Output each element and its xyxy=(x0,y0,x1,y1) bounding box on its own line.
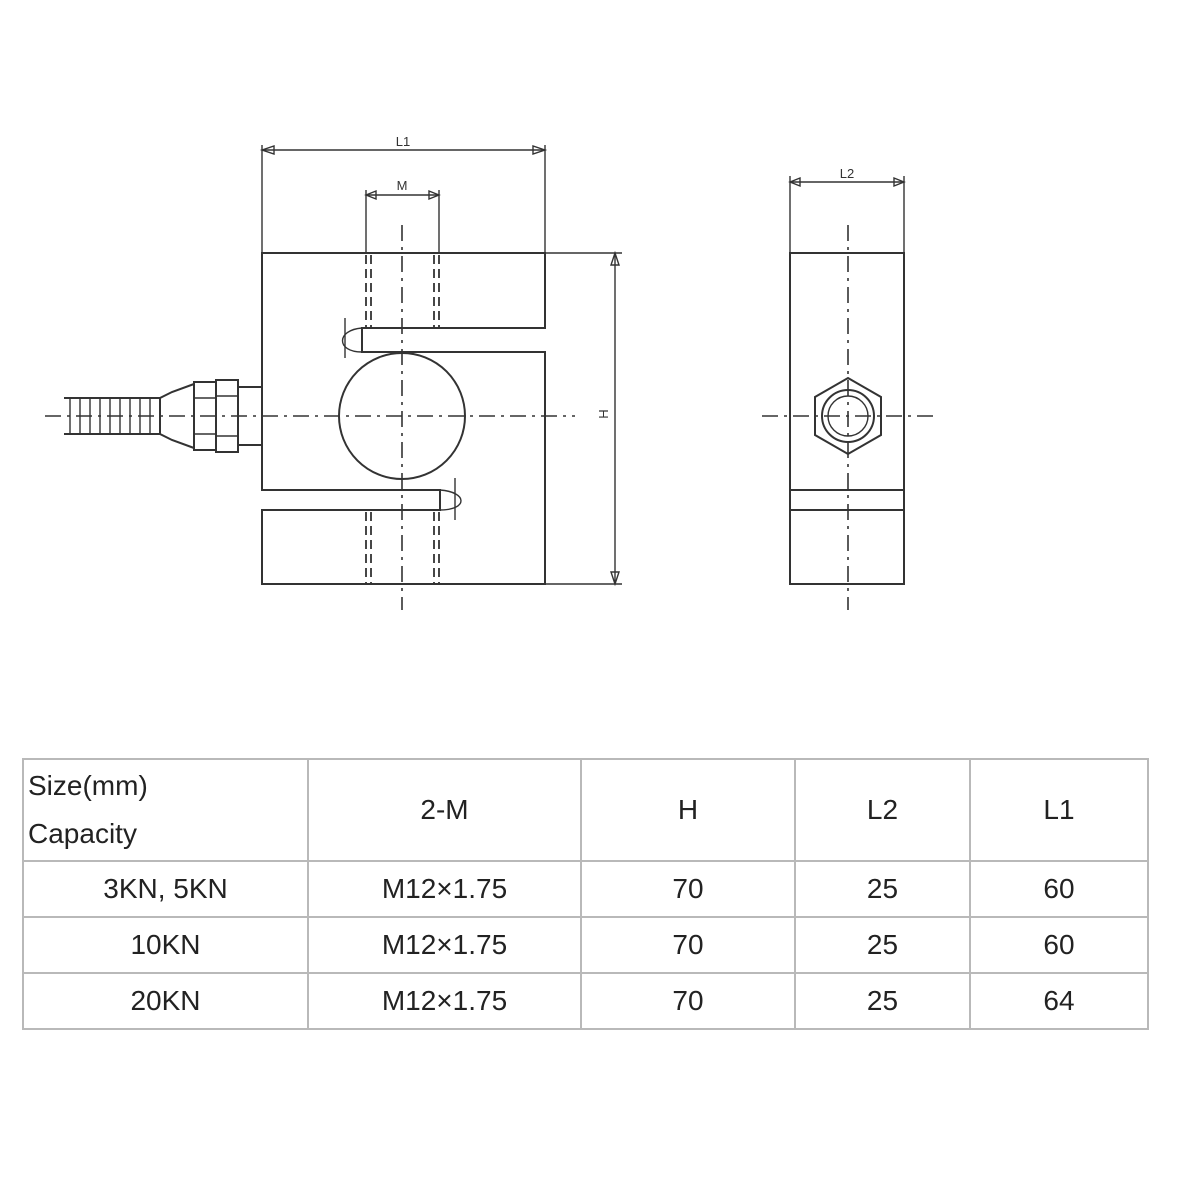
l2-cell: 25 xyxy=(794,972,971,1030)
s-body-outline xyxy=(261,252,546,585)
thread-cell: M12×1.75 xyxy=(307,916,582,974)
dim-label-h: H xyxy=(596,409,611,418)
h-cell: 70 xyxy=(580,972,796,1030)
front-view: L1 M H xyxy=(45,134,622,610)
column-header-2m: 2-M xyxy=(307,758,582,862)
table-row: 20KN M12×1.75 70 25 64 xyxy=(22,972,1149,1030)
side-body-outline xyxy=(789,252,905,585)
thread-cell: M12×1.75 xyxy=(307,860,582,918)
size-label: Size(mm) xyxy=(28,770,148,801)
l1-cell: 60 xyxy=(969,916,1149,974)
dim-label-l1: L1 xyxy=(396,134,410,149)
l2-cell: 25 xyxy=(794,860,971,918)
l2-cell: 25 xyxy=(794,916,971,974)
load-cell-drawing: L1 M H L2 xyxy=(45,134,935,610)
column-header-l2: L2 xyxy=(794,758,971,862)
l1-cell: 60 xyxy=(969,860,1149,918)
side-view: L2 xyxy=(762,166,935,610)
table-row: 10KN M12×1.75 70 25 60 xyxy=(22,916,1149,974)
spec-table: Size(mm) Capacity 2-M H L2 L1 3KN, 5KN M… xyxy=(22,758,1149,1030)
dim-label-l2: L2 xyxy=(840,166,854,181)
cable-gland xyxy=(159,379,263,453)
h-cell: 70 xyxy=(580,916,796,974)
capacity-cell: 3KN, 5KN xyxy=(22,860,309,918)
capacity-label: Capacity xyxy=(28,818,137,849)
h-cell: 70 xyxy=(580,860,796,918)
table-header-row: Size(mm) Capacity 2-M H L2 L1 xyxy=(22,758,1149,862)
cable xyxy=(64,397,160,435)
size-capacity-header: Size(mm) Capacity xyxy=(22,758,309,862)
capacity-cell: 10KN xyxy=(22,916,309,974)
column-header-l1: L1 xyxy=(969,758,1149,862)
column-header-h: H xyxy=(580,758,796,862)
capacity-cell: 20KN xyxy=(22,972,309,1030)
l1-cell: 64 xyxy=(969,972,1149,1030)
hex-nut xyxy=(814,376,882,456)
dim-label-m: M xyxy=(397,178,408,193)
thread-cell: M12×1.75 xyxy=(307,972,582,1030)
table-row: 3KN, 5KN M12×1.75 70 25 60 xyxy=(22,860,1149,918)
